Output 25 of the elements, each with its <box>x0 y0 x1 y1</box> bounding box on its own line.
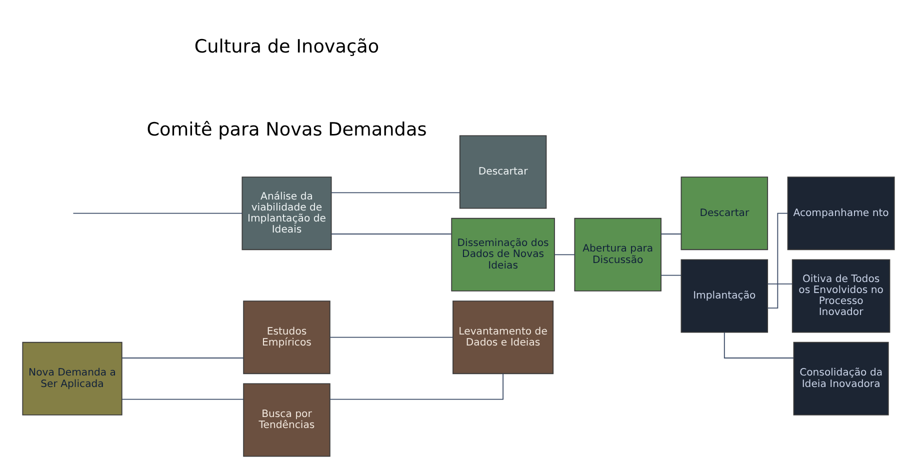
node-box: Estudos Empíricos <box>243 300 330 374</box>
node-box: Consolidação da Ideia Inovadora <box>793 342 889 416</box>
node-box: Acompanhame nto <box>787 176 895 250</box>
node-box: Descartar <box>459 135 547 209</box>
node-box: Abertura para Discussão <box>574 218 662 292</box>
connector <box>72 212 243 214</box>
connector <box>660 274 682 276</box>
connector <box>330 336 454 338</box>
connector <box>330 192 460 194</box>
node-box: Levantamento de Dados e Ideias <box>452 300 554 374</box>
connector <box>724 332 794 358</box>
connector <box>767 212 788 309</box>
connector <box>554 254 576 256</box>
node-box: Descartar <box>680 176 768 250</box>
connector <box>330 373 504 400</box>
node-box: Implantação <box>680 259 768 333</box>
connector <box>122 398 244 400</box>
node-box: Análise da viabilidade de Implantação de Ideais <box>242 176 332 250</box>
label: Cultura de Inovação <box>194 36 380 58</box>
node-box: Busca por Tendências <box>243 383 330 457</box>
connector <box>767 283 793 284</box>
node-box: Nova Demanda a Ser Aplicada <box>22 342 122 416</box>
node-box: Oitiva de Todos os Envolvidos no Processo Inovador <box>792 259 890 333</box>
node-box: Disseminação dos Dados de Novas Ideias <box>451 218 555 292</box>
label: Comitê para Novas Demandas <box>146 119 427 140</box>
